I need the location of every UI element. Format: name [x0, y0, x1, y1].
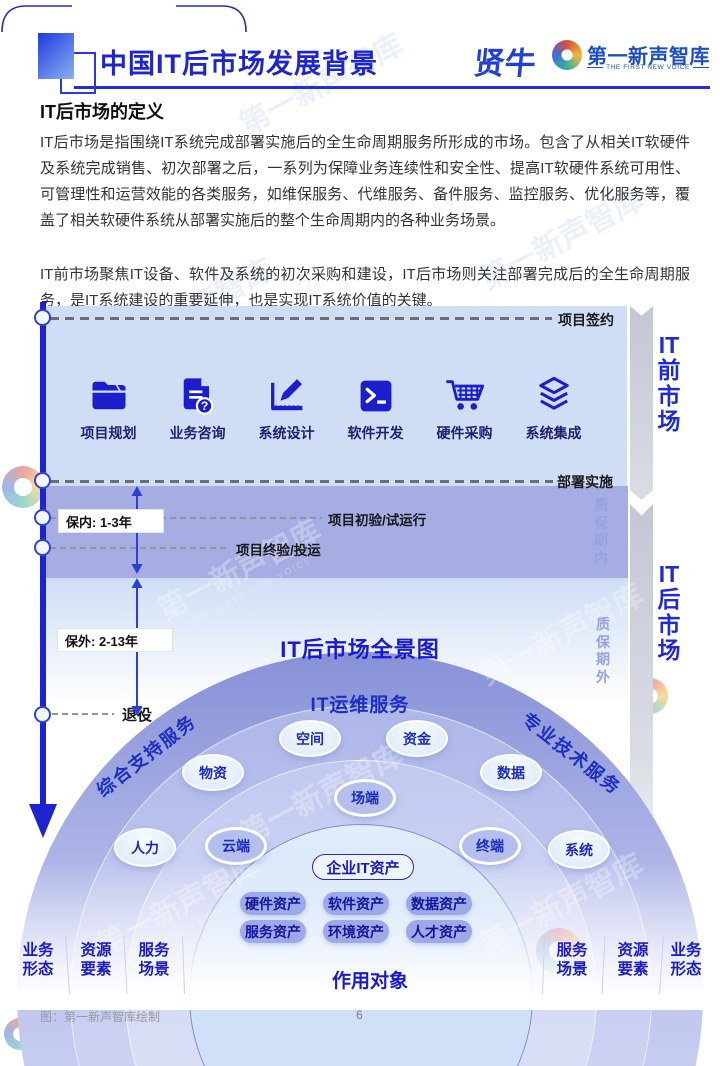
out-warranty-label: 质保期外	[596, 616, 610, 685]
timeline-arrow-icon	[29, 804, 57, 838]
milestone-final-check: 项目终验/投运	[236, 543, 321, 558]
layers-icon	[538, 376, 569, 410]
page-title: 中国IT后市场发展背景	[100, 49, 378, 79]
bubble-cloud-end: 云端	[205, 827, 267, 865]
post-market-label: IT后市场	[657, 561, 681, 663]
milestone-initial-check: 项目初验/试运行	[328, 513, 427, 528]
definition-paragraph: IT后市场是指围绕IT系统完成部署实施后的全生命周期服务所形成的市场。包含了从相…	[40, 134, 690, 229]
cart-icon	[445, 380, 484, 410]
section-heading: IT后市场的定义	[40, 102, 164, 122]
timeline-node	[34, 706, 51, 723]
object-label: 作用对象	[331, 971, 408, 992]
pre-market-services: 项目规划 ? 业务咨询 系统设计	[64, 374, 598, 443]
final-check-dash-line	[50, 547, 230, 549]
asset-bracket	[1, 5, 247, 33]
bubble-system: 系统	[548, 830, 610, 869]
initial-check-dash-line	[50, 517, 322, 519]
right-label-service-scene: 服务场景	[556, 942, 588, 978]
timeline-node	[34, 309, 51, 326]
header-accent-square	[38, 33, 74, 79]
asset-talent: 人才资产	[406, 920, 472, 943]
right-label-resource-elements: 资源要素	[617, 942, 649, 978]
bubble-materials: 物资	[182, 754, 244, 791]
right-label-business-form: 业务形态	[670, 942, 702, 978]
bubble-data: 数据	[480, 754, 542, 791]
bubble-terminal-end: 终端	[459, 827, 521, 865]
warranty-out-label: 保外: 2-13年	[57, 628, 173, 652]
timeline-node	[34, 472, 51, 489]
timeline-node	[34, 509, 51, 526]
left-label-service-scene: 服务场景	[138, 942, 170, 978]
asset-software: 软件资产	[323, 892, 389, 915]
pre-market-label: IT前市场	[657, 332, 681, 434]
terminal-icon	[360, 380, 391, 412]
service-system-design: 系统设计	[242, 374, 331, 443]
retire-dash-line	[52, 713, 114, 715]
milestone-deploy: 部署实施	[557, 474, 613, 490]
ops-service-label: IT运维服务	[310, 695, 410, 716]
deploy-dash-line	[50, 480, 553, 483]
header-divider	[74, 86, 710, 89]
figure-caption: 图：第一新声智库绘制	[40, 1010, 161, 1024]
asset-data: 数据资产	[406, 892, 472, 915]
brand-pinwheel-icon	[552, 40, 582, 70]
pre-market-chevron-icon	[630, 306, 653, 500]
watermark-text: 第一新声智库	[234, 28, 409, 142]
page-number: 6	[356, 1008, 363, 1022]
warranty-in-label: 保内: 1-3年	[58, 509, 164, 533]
timeline-node	[34, 539, 51, 556]
brand-tagline: THE FIRST NEW VOICE	[587, 64, 709, 71]
left-label-resource-elements: 资源要素	[80, 942, 112, 978]
xianniu-logo: 贤牛	[471, 46, 538, 81]
bubble-capital: 资金	[386, 720, 448, 757]
service-software-development: 软件开发	[331, 374, 420, 443]
comparison-paragraph: IT前市场聚焦IT设备、软件及系统的初次采购和建设，IT后市场则关注部署完成后的…	[40, 266, 690, 309]
bubble-space: 空间	[279, 720, 341, 757]
service-hardware-procurement: 硬件采购	[420, 374, 509, 443]
sign-dash-line	[50, 317, 552, 320]
asset-environment: 环境资产	[323, 920, 389, 943]
svg-text:?: ?	[200, 399, 207, 413]
asset-service: 服务资产	[240, 920, 306, 943]
milestone-sign: 项目签约	[558, 312, 614, 328]
in-warranty-label: 质保期内	[594, 497, 608, 566]
brand-logo: 第一新声智库	[587, 46, 710, 68]
enterprise-it-asset-pill: 企业IT资产	[312, 854, 414, 880]
panorama-title: IT后市场全景图	[280, 637, 440, 662]
bubble-manpower: 人力	[114, 828, 176, 867]
service-project-planning: 项目规划	[64, 374, 153, 443]
document-question-icon: ?	[183, 378, 213, 415]
folder-icon	[92, 381, 125, 410]
service-business-consulting: ? 业务咨询	[153, 374, 242, 443]
design-pencil-icon	[270, 379, 302, 411]
left-label-business-form: 业务形态	[22, 942, 54, 978]
bubble-site-end: 场端	[334, 779, 396, 817]
asset-hardware: 硬件资产	[240, 892, 306, 915]
service-system-integration: 系统集成	[509, 374, 598, 443]
pre-market-band	[44, 306, 627, 486]
